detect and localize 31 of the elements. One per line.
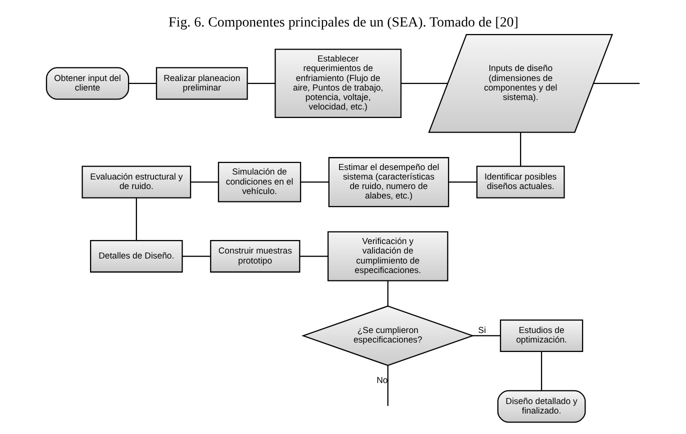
- connector: [182, 256, 210, 257]
- node-diamond: ¿Se cumplieron especificaciones?: [300, 305, 474, 366]
- node-box: Identificar posibles diseños actuales.: [476, 166, 564, 198]
- connector: [593, 82, 640, 84]
- node-box: Verificación y validación de cumplimiento de especificaciones.: [327, 231, 448, 282]
- connector: [540, 352, 542, 391]
- node-box: Evaluación estructural y de ruido.: [81, 166, 191, 198]
- connector: [520, 132, 521, 166]
- connector: [448, 182, 476, 183]
- connector: [247, 82, 275, 84]
- node-box: Realizar planeacion preliminar: [155, 67, 248, 100]
- connector: [400, 82, 447, 84]
- connector: [386, 366, 388, 406]
- node-box: Diseño detallado y finalizado.: [496, 390, 586, 423]
- connector: [472, 335, 500, 336]
- diagram-title: Fig. 6. Componentes principales de un (SEA). Tomado de [20]: [168, 15, 518, 30]
- connector: [386, 281, 388, 306]
- node-box: Establecer requerimientos de enfriamiento (Flujo de aire, Puntos de trabajo, potencia, voltaje, velocidad, etc.): [274, 48, 402, 118]
- connector: [300, 182, 328, 183]
- node-box: Obtener input del cliente: [45, 67, 129, 100]
- connector: [128, 82, 156, 84]
- edge-label: No: [376, 375, 388, 386]
- node-box: Detalles de Diseño.: [90, 240, 182, 273]
- connector: [135, 198, 136, 241]
- connector: [299, 256, 328, 257]
- connector: [190, 182, 218, 183]
- node-box: Estudios de optimización.: [499, 319, 583, 352]
- node-box: Construir muestras prototipo: [210, 240, 300, 273]
- edge-label: Si: [478, 325, 486, 336]
- node-box: Estimar el desempeño del sistema (características de ruido, numero de alabes, etc.): [328, 157, 449, 208]
- node-box: Simulación de condiciones en el vehículo.: [217, 162, 301, 202]
